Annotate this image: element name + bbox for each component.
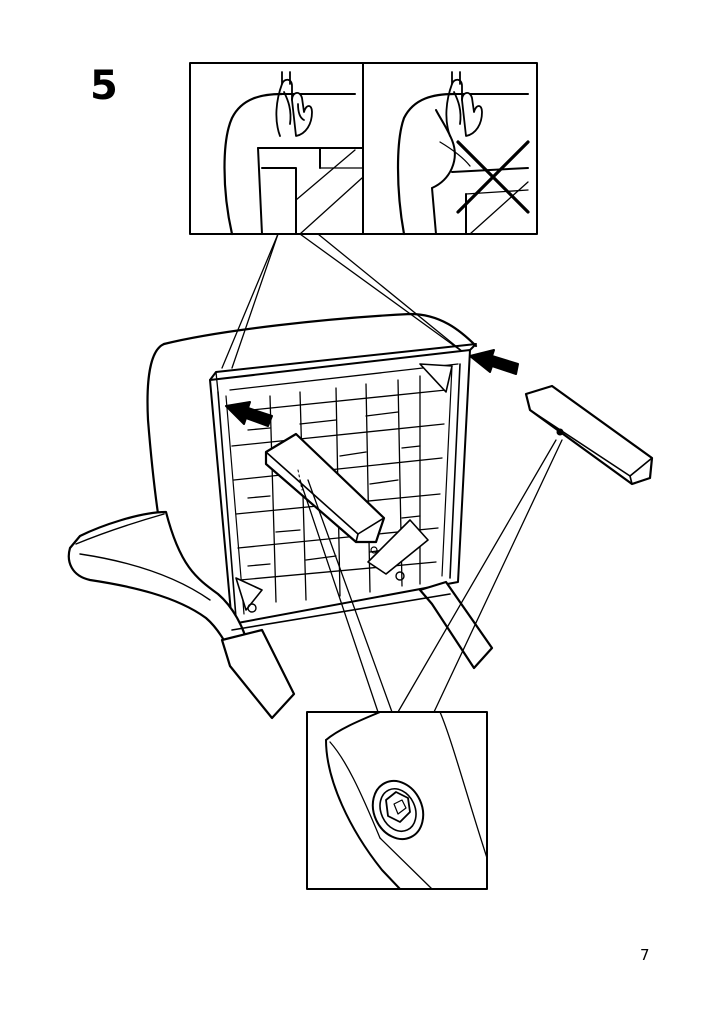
top-callout-lines: [221, 233, 469, 369]
leg-right: [524, 384, 654, 486]
bolt-icon: [371, 779, 425, 841]
leg-bolt-detail: [306, 711, 488, 890]
insert-arrows: [225, 349, 519, 427]
arrow-icon: [469, 349, 519, 375]
incorrect-grip-detail: [362, 62, 538, 236]
hand-icon: [275, 71, 313, 137]
hand-icon: [445, 71, 483, 137]
attached-legs: [220, 580, 494, 720]
bottom-callout-lines: [299, 439, 563, 713]
arrow-icon: [225, 401, 273, 427]
page-number: 7: [640, 946, 650, 964]
step-number: 5: [90, 63, 118, 109]
correct-grip-detail: [189, 62, 364, 236]
cross-mark-icon: [456, 140, 530, 214]
leg-center: [264, 432, 386, 544]
